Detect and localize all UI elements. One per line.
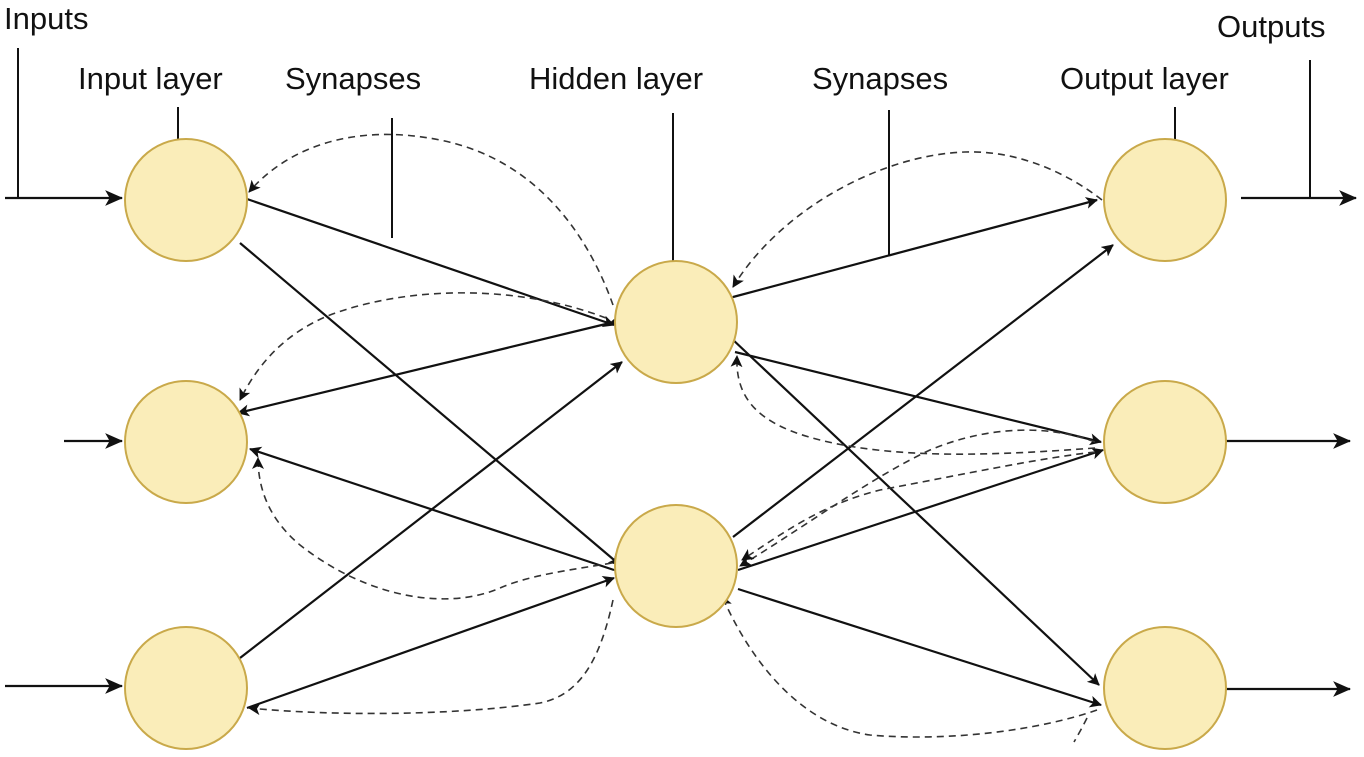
feedback-h1-i1 xyxy=(248,133,614,306)
input-layer-nodes xyxy=(124,138,248,750)
synapse-i1-h2 xyxy=(239,242,621,566)
input-node-2 xyxy=(124,380,248,504)
output-node-2 xyxy=(1103,380,1227,504)
synapse-i3-h2 xyxy=(246,576,615,710)
feedback-o2-h1 xyxy=(730,355,1096,455)
label-callouts xyxy=(17,48,1311,262)
output-layer-label: Output layer xyxy=(1060,61,1229,96)
feedback-o1-h1 xyxy=(732,151,1103,288)
hidden-layer-label: Hidden layer xyxy=(529,61,703,96)
synapse-h1-o2 xyxy=(734,350,1102,446)
feedback-h1-i2 xyxy=(239,292,607,401)
feedback-o2-h2-upper xyxy=(739,429,1096,567)
synapse-h2-o2 xyxy=(737,447,1104,572)
hidden-to-output-synapses xyxy=(717,197,1114,708)
input-arrows xyxy=(5,190,124,694)
synapses-left-label: Synapses xyxy=(285,61,421,96)
synapse-i1-h1 xyxy=(246,197,615,328)
output-node-3 xyxy=(1103,626,1227,750)
feedback-o3-h2 xyxy=(720,595,1098,738)
inputs-label: Inputs xyxy=(4,1,88,36)
output-node-1 xyxy=(1103,138,1227,262)
hidden-node-2 xyxy=(614,504,738,628)
synapse-h2-o1 xyxy=(732,244,1114,538)
feedback-o2-h2-lower xyxy=(741,451,1096,561)
input-node-3 xyxy=(124,626,248,750)
synapse-h2-o3 xyxy=(737,587,1102,708)
outputs-label: Outputs xyxy=(1217,9,1326,44)
hidden-layer-nodes xyxy=(614,260,738,628)
output-arrows xyxy=(1224,190,1358,697)
synapse-h1-o1 xyxy=(720,197,1098,306)
feedback-connections xyxy=(239,133,1103,743)
feedback-o3-tail xyxy=(1073,717,1088,743)
output-layer-nodes xyxy=(1103,138,1227,750)
input2-hidden-synapses xyxy=(237,314,627,580)
input-to-hidden-synapses xyxy=(239,197,623,710)
feedback-h2-i2 xyxy=(252,457,613,600)
hidden-node-1 xyxy=(614,260,738,384)
feedback-h2-i3 xyxy=(248,599,614,716)
synapse-i2-h1 xyxy=(237,314,623,417)
input-node-1 xyxy=(124,138,248,262)
input-layer-label: Input layer xyxy=(78,61,223,96)
synapses-right-label: Synapses xyxy=(812,61,948,96)
synapse-i2-h2 xyxy=(249,446,627,580)
